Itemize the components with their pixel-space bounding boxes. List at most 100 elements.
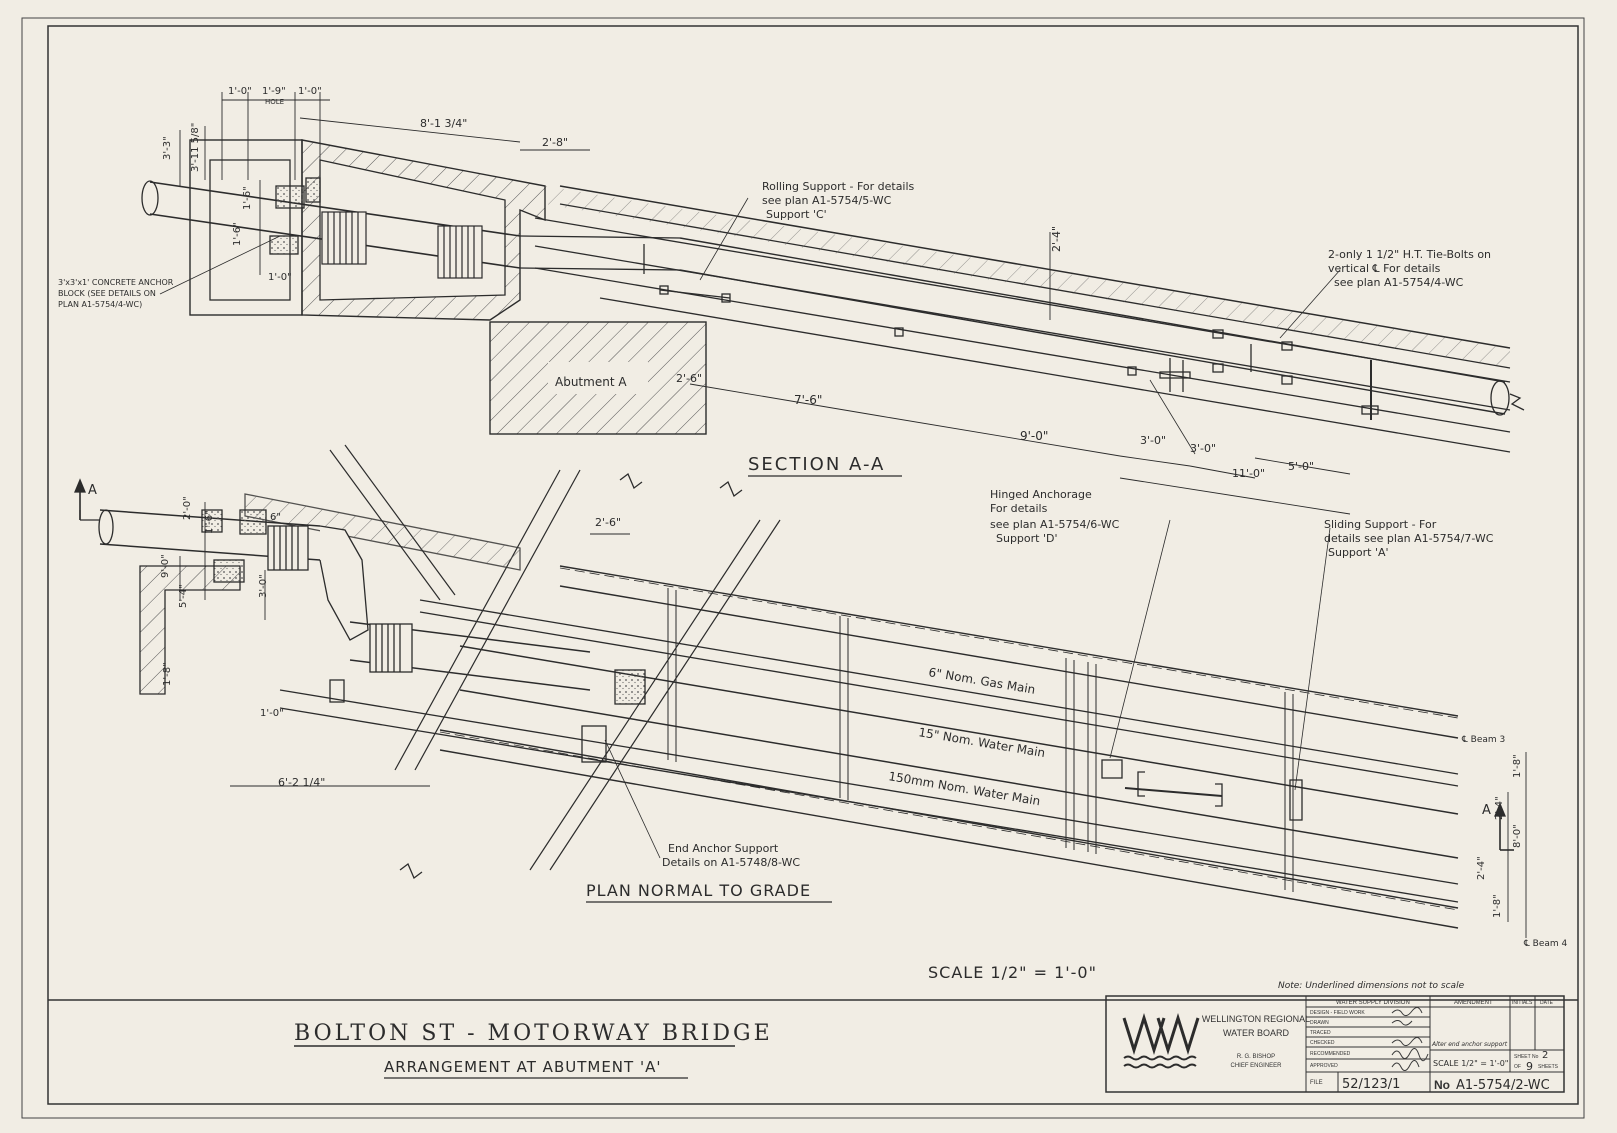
label-gas-main: 6" Nom. Gas Main — [928, 665, 1037, 697]
dim-p11: 1'-8" — [1512, 754, 1523, 778]
dim-d5: 2'-8" — [542, 136, 568, 149]
svg-text:Sliding Support - For: Sliding Support - For — [1324, 518, 1437, 531]
dim-d14: 9'-0" — [1020, 429, 1048, 443]
dim-d16: 3'-0" — [1190, 442, 1216, 455]
engineer-name: R. G. BISHOP — [1237, 1054, 1275, 1060]
dim-d12: 2'-6" — [676, 372, 702, 385]
row-drawn: DRAWN — [1310, 1020, 1329, 1026]
svg-text:PLAN A1-5754/4-WC): PLAN A1-5754/4-WC) — [58, 300, 142, 309]
label-15in-water-main: 15" Nom. Water Main — [918, 725, 1047, 760]
dim-d10: 1'-0" — [268, 272, 292, 283]
dim-d15: 3'-0" — [1140, 434, 1166, 447]
dim-p9: 1'-0" — [260, 708, 284, 719]
section-arrow-icon — [74, 478, 86, 493]
anchor-block-callout: 3'x3'x1' CONCRETE ANCHOR BLOCK (SEE DETA… — [58, 278, 174, 309]
section-aa-view — [141, 92, 1525, 515]
dim-d17: 11'-0" — [1232, 467, 1265, 480]
dim-p6: 3'-0" — [258, 574, 269, 598]
org-line-2: WATER BOARD — [1223, 1028, 1290, 1038]
inner-border — [47, 25, 1579, 1105]
dim-p1: 2'-0" — [182, 496, 193, 520]
row-approved: APPROVED — [1310, 1063, 1338, 1069]
dim-d13: 7'-6" — [794, 393, 822, 407]
dim-d2: 1'-9" — [262, 86, 286, 97]
amendment-note: Alter end anchor support — [1431, 1041, 1508, 1048]
dim-p13: 8'-0" — [1512, 824, 1523, 848]
sheets-total: 9 — [1526, 1060, 1533, 1073]
dim-d8: 1'-6" — [242, 186, 253, 210]
hinged-anchorage-callout: Hinged Anchorage For details see plan A1… — [990, 488, 1120, 545]
division-label: WATER SUPPLY DIVISION — [1336, 1000, 1410, 1006]
svg-text:Support 'D': Support 'D' — [996, 532, 1058, 545]
dim-d2-sub: HOLE — [265, 98, 284, 106]
svg-text:For details: For details — [990, 502, 1048, 515]
dim-d18: 5'-0" — [1288, 460, 1314, 473]
of-label: OF — [1514, 1064, 1521, 1070]
row-checked: CHECKED — [1310, 1040, 1335, 1046]
drawing-subtitle: ARRANGEMENT AT ABUTMENT 'A' — [384, 1058, 661, 1076]
dim-p14: 2'-4" — [1476, 856, 1487, 880]
svg-text:vertical ℄ For details: vertical ℄ For details — [1328, 262, 1441, 275]
dim-p7: 2'-6" — [595, 516, 621, 529]
svg-text:BLOCK (SEE DETAILS ON: BLOCK (SEE DETAILS ON — [58, 289, 156, 298]
drawing-no-prefix: No — [1434, 1078, 1450, 1092]
date-header: DATE — [1540, 1000, 1554, 1006]
svg-text:details see plan A1-5754/7-WC: details see plan A1-5754/7-WC — [1324, 532, 1494, 545]
plan-heading: PLAN NORMAL TO GRADE — [586, 881, 811, 900]
dim-p5: 5'-4" — [178, 584, 189, 608]
file-no: 52/123/1 — [1342, 1077, 1400, 1092]
dim-p12: 2'-4" — [1494, 796, 1505, 820]
sheets-label: SHEETS — [1538, 1064, 1559, 1070]
initials-header: INITIALS — [1512, 1000, 1533, 1006]
label-beam-4: ℄ Beam 4 — [1523, 939, 1567, 949]
dim-p3: 6" — [270, 512, 281, 523]
sheet-label: SHEET No — [1514, 1054, 1539, 1060]
section-aa-heading: SECTION A-A — [748, 454, 885, 475]
scale-label: SCALE 1/2" = 1'-0" — [928, 963, 1097, 982]
svg-text:see plan A1-5754/4-WC: see plan A1-5754/4-WC — [1334, 276, 1464, 289]
label-beam-3: ℄ Beam 3 — [1461, 735, 1505, 745]
row-traced: TRACED — [1310, 1030, 1331, 1036]
drawing-title: BOLTON ST - MOTORWAY BRIDGE — [294, 1021, 773, 1046]
svg-text:see plan A1-5754/6-WC: see plan A1-5754/6-WC — [990, 518, 1120, 531]
outer-border — [21, 17, 1585, 1119]
drawing-no: A1-5754/2-WC — [1456, 1078, 1550, 1093]
dim-p4: 9'-0" — [160, 554, 171, 578]
plan-view — [74, 444, 1527, 938]
engineer-title: CHIEF ENGINEER — [1230, 1063, 1282, 1069]
dim-d4: 8'-1 3/4" — [420, 117, 467, 130]
file-label: FILE — [1310, 1080, 1323, 1086]
svg-text:Support 'A': Support 'A' — [1328, 546, 1389, 559]
dim-p10: 6'-2 1/4" — [278, 776, 325, 789]
abutment-label: Abutment A — [555, 375, 627, 389]
svg-text:Details on A1-5748/8-WC: Details on A1-5748/8-WC — [662, 856, 800, 869]
org-line-1: WELLINGTON REGIONAL — [1202, 1014, 1310, 1024]
section-marker-left: A — [88, 483, 97, 498]
svg-text:see plan A1-5754/5-WC: see plan A1-5754/5-WC — [762, 194, 892, 207]
signature-marks — [1391, 1007, 1429, 1071]
svg-text:End Anchor Support: End Anchor Support — [668, 842, 779, 855]
scale-box-text: SCALE 1/2" = 1'-0" — [1433, 1059, 1508, 1068]
dim-p8: 1'-8" — [162, 662, 173, 686]
dim-d3: 1'-0" — [298, 86, 322, 97]
title-block — [1105, 995, 1565, 1093]
dim-p2: 1'-6" — [204, 510, 215, 534]
section-marker-right: A — [1482, 803, 1491, 818]
dim-d7: 3'-11 5/8" — [190, 123, 201, 172]
svg-text:Support 'C': Support 'C' — [766, 208, 827, 221]
row-design: DESIGN - FIELD WORK — [1310, 1010, 1365, 1016]
rolling-support-callout: Rolling Support - For details see plan A… — [762, 180, 915, 221]
dim-d6: 3'-3" — [162, 136, 173, 160]
dim-p15: 1'-8" — [1492, 894, 1503, 918]
svg-text:Rolling Support - For details: Rolling Support - For details — [762, 180, 915, 193]
dim-d9: 1'-6" — [232, 222, 243, 246]
dim-d1: 1'-0" — [228, 86, 252, 97]
sliding-support-callout: Sliding Support - For details see plan A… — [1324, 518, 1494, 559]
amendment-header: AMENDMENT — [1454, 1000, 1493, 1006]
end-anchor-callout: End Anchor Support Details on A1-5748/8-… — [662, 842, 800, 869]
wrwb-logo-icon — [1122, 1012, 1200, 1069]
dim-d11: 2'-4" — [1050, 226, 1063, 252]
note-text: Note: Underlined dimensions not to scale — [1278, 981, 1465, 991]
